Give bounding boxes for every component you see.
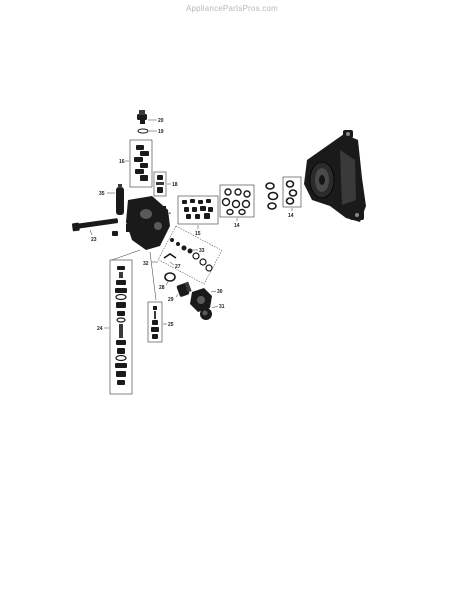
part-33-kit-box (157, 225, 223, 285)
part-25-kit-box (147, 301, 163, 343)
part-18-valve[interactable] (156, 175, 164, 193)
callout-14-right: 14 (288, 213, 294, 219)
part-27-clip[interactable] (163, 253, 177, 259)
part-14-kit-box-left (219, 184, 255, 218)
part-31-cap[interactable] (200, 308, 212, 320)
part-29-fitting[interactable] (176, 281, 192, 298)
callout-19: 19 (158, 129, 164, 135)
callout-18: 18 (172, 182, 178, 188)
part-18-box (153, 171, 167, 197)
callout-33: 33 (199, 248, 205, 254)
part-15-kit-box (177, 195, 219, 225)
callout-24: 24 (97, 326, 103, 332)
callout-14-left: 14 (234, 223, 240, 229)
callout-30: 30 (217, 289, 223, 295)
callout-35: 35 (99, 191, 105, 197)
callout-31: 31 (219, 304, 225, 310)
part-15-packing-kit[interactable] (182, 199, 213, 219)
part-14-seal-kit-left[interactable] (221, 188, 251, 216)
pump-manifold-body[interactable] (126, 196, 170, 250)
callout-27: 27 (175, 264, 181, 270)
part-19-seal[interactable] (137, 128, 149, 134)
part-23-bolt[interactable] (71, 218, 119, 232)
watermark-text: AppliancePartsPros.com (186, 4, 278, 13)
part-24-kit-box (109, 259, 133, 395)
part-25-valve-kit[interactable] (151, 306, 159, 339)
part-16-kit-box (129, 139, 153, 188)
callout-16: 16 (119, 159, 125, 165)
callout-20: 20 (158, 118, 164, 124)
callout-15: 15 (195, 231, 201, 237)
part-20-cap[interactable] (137, 110, 147, 124)
part-28-washer[interactable] (164, 272, 176, 282)
part-16-valve-kit[interactable] (134, 145, 149, 181)
callout-23: 23 (91, 237, 97, 243)
part-14-seal-kit-right[interactable] (285, 180, 298, 205)
callout-28: 28 (159, 285, 165, 291)
part-30-nut[interactable] (190, 288, 212, 312)
callout-25: 25 (168, 322, 174, 328)
callout-32: 32 (143, 261, 149, 267)
part-24-valve-stack[interactable] (115, 266, 127, 385)
loose-seals[interactable] (265, 182, 279, 210)
part-small-fitting[interactable] (112, 231, 118, 236)
part-33-seal-line[interactable] (170, 238, 213, 272)
pump-crankcase-housing[interactable] (304, 130, 366, 222)
callout-29: 29 (168, 297, 174, 303)
part-14-kit-box-right (282, 176, 302, 208)
part-35-unloader[interactable] (116, 184, 124, 215)
callout-manifold-dot: • (169, 211, 171, 217)
